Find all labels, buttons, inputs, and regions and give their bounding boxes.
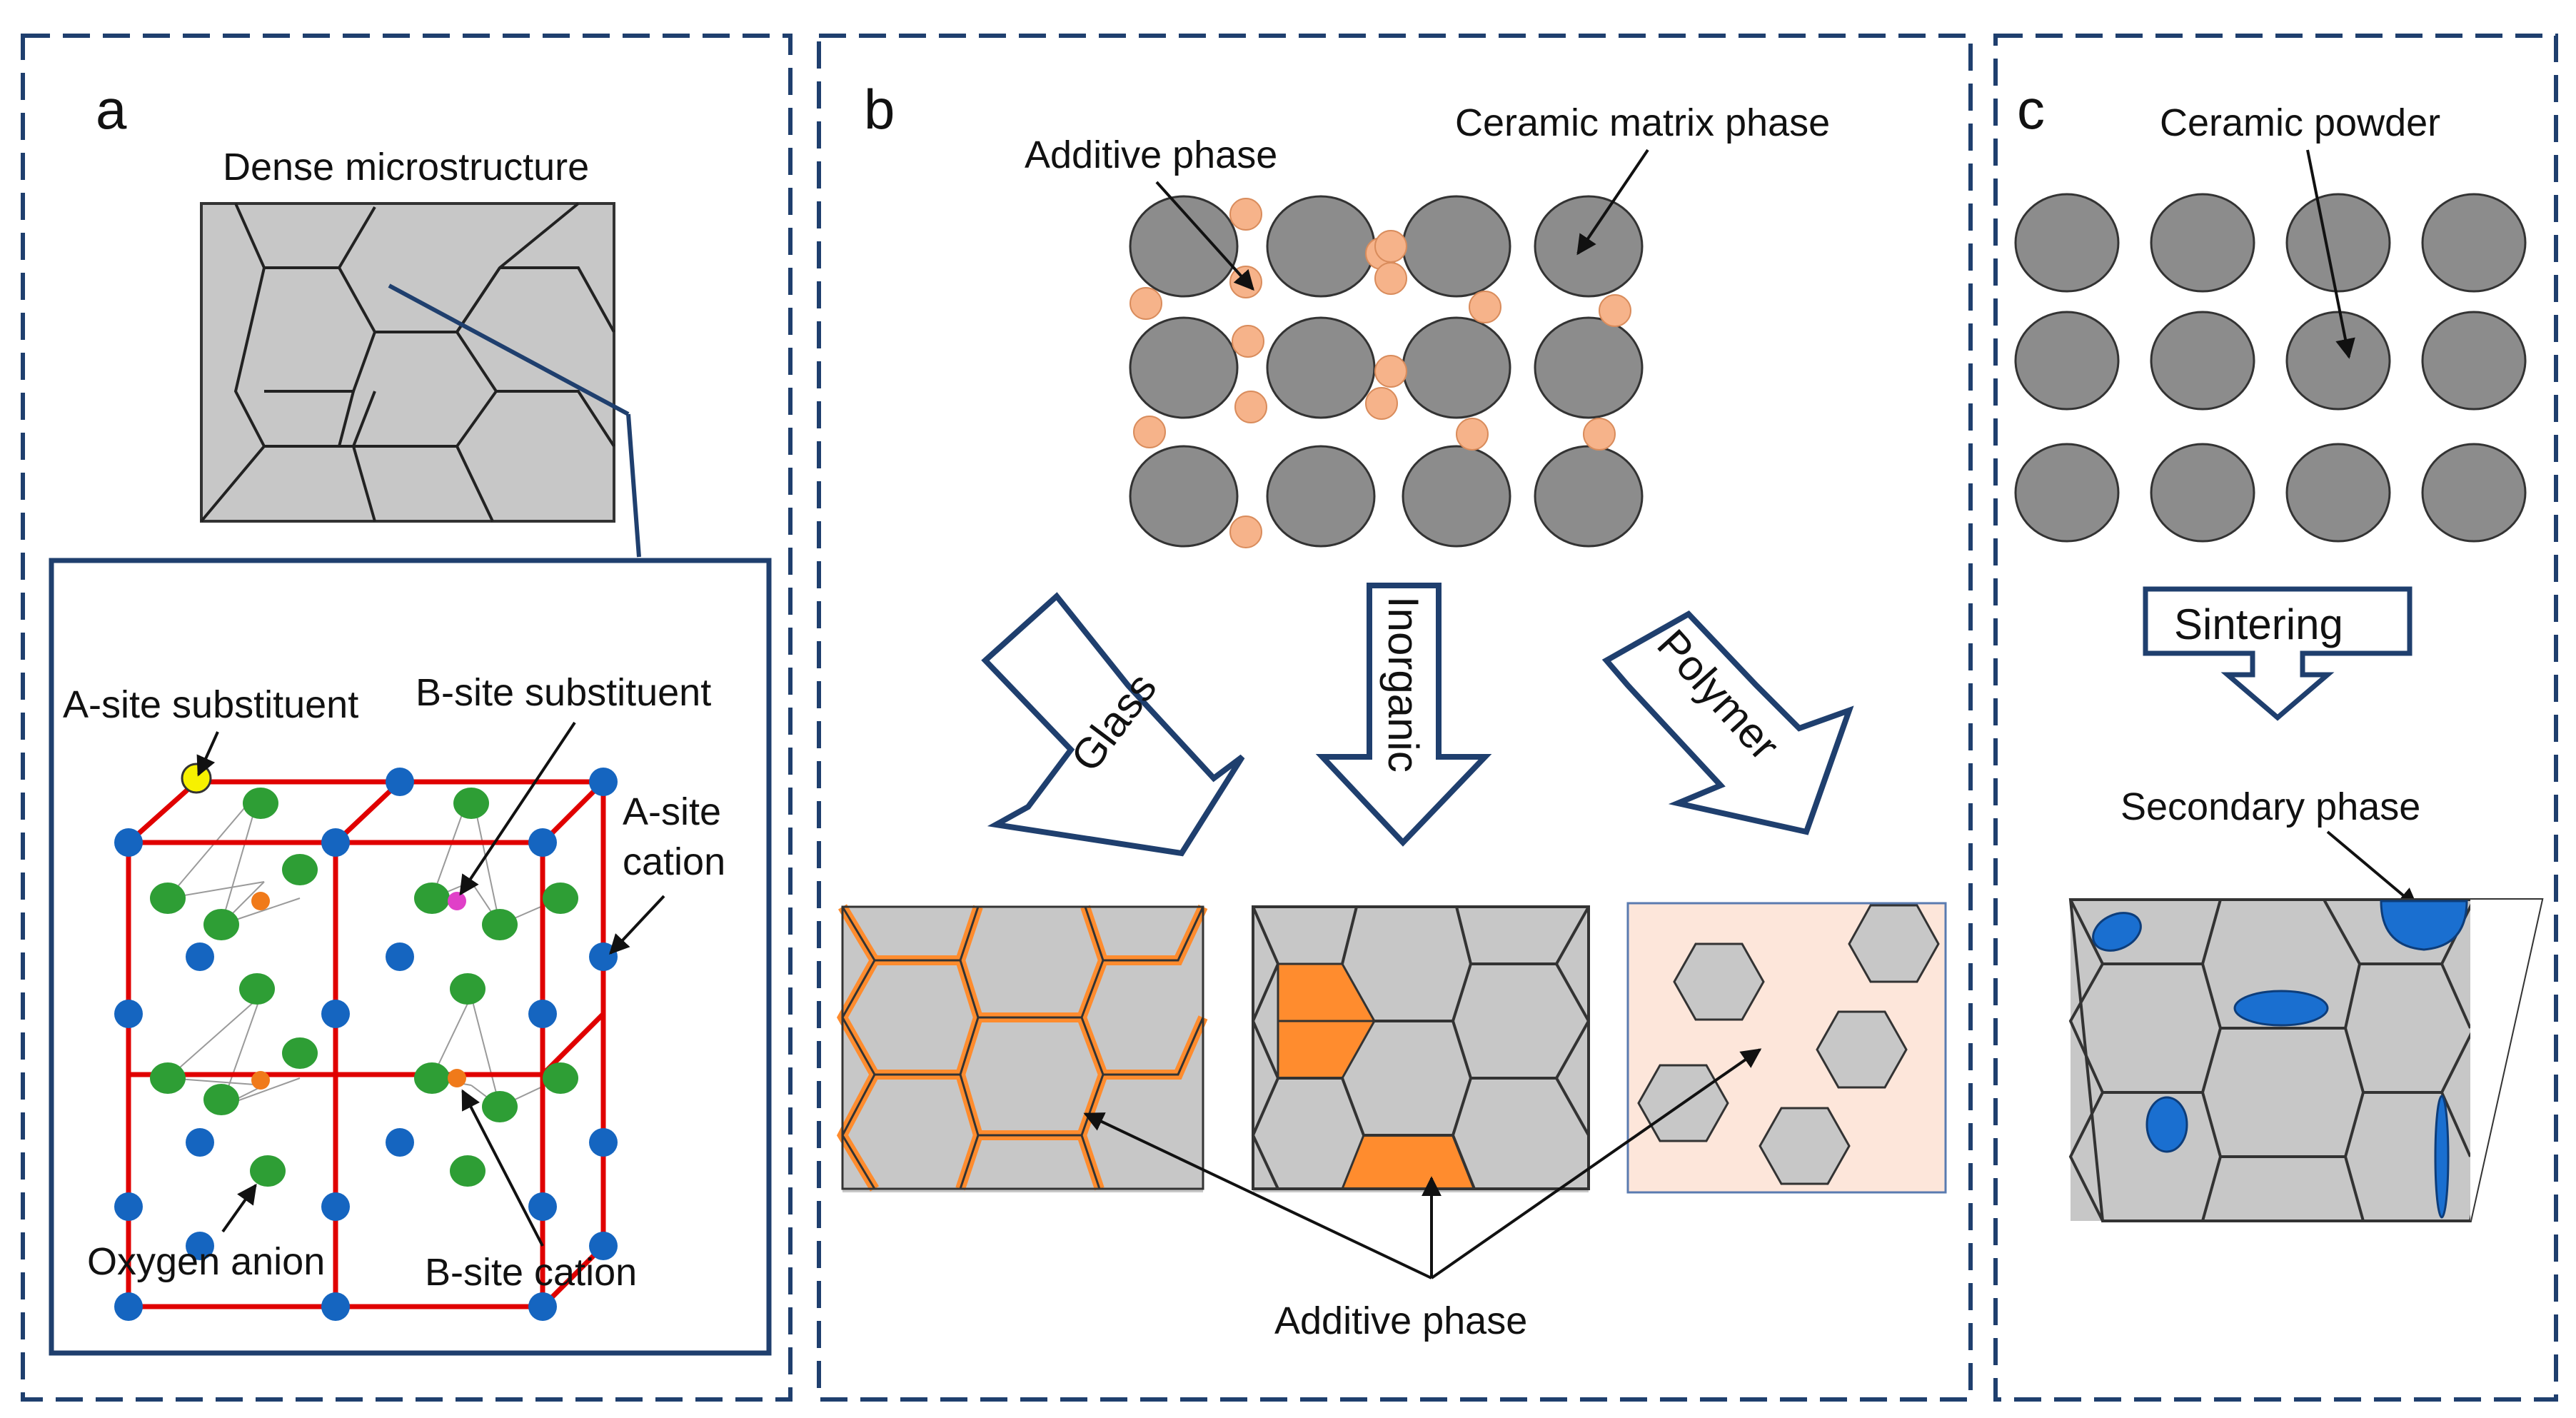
label-oxygen-anion: Oxygen anion	[87, 1240, 325, 1283]
additive-particles	[1129, 198, 1631, 548]
perovskite-lattice	[114, 763, 618, 1321]
panel-b-border	[817, 34, 1973, 1402]
polymer-arrow	[1601, 610, 1854, 835]
sintering-arrow-label: Sintering	[2174, 600, 2343, 648]
ceramic-powder-particles	[2014, 193, 2527, 543]
label-secondary-phase: Secondary phase	[2120, 785, 2420, 828]
dense-microstructure-grains	[200, 202, 641, 558]
polymer-microstructure	[1626, 902, 1947, 1194]
panel-c-letter: c	[2017, 78, 2045, 141]
inorganic-arrow-label: Inorganic	[1379, 596, 1427, 773]
sintering-arrow	[2143, 586, 2413, 721]
inorganic-microstructure	[1251, 905, 1590, 1192]
panel-b-letter: b	[864, 78, 895, 141]
label-ceramic-matrix-phase: Ceramic matrix phase	[1455, 101, 1830, 144]
panel-a-title: Dense microstructure	[223, 146, 589, 188]
label-b-site-substituent: B-site substituent	[416, 671, 711, 714]
ceramic-matrix-particles	[1129, 195, 1644, 548]
panel-c-border	[1993, 34, 2558, 1402]
label-additive-phase-bottom: Additive phase	[1274, 1299, 1527, 1342]
label-a-site-cation-line2: cation	[623, 840, 725, 883]
panel-a-letter: a	[96, 78, 127, 141]
glass-microstructure	[836, 904, 1208, 1192]
glass-arrow	[981, 592, 1245, 857]
label-a-site-cation-line1: A-site	[623, 790, 721, 833]
panel-a-border	[21, 34, 793, 1402]
label-b-site-cation: B-site cation	[425, 1251, 637, 1294]
inorganic-arrow	[1315, 583, 1492, 847]
sintered-microstructure	[2068, 898, 2544, 1222]
label-additive-phase-top: Additive phase	[1025, 134, 1277, 176]
label-a-site-substituent: A-site substituent	[63, 683, 358, 726]
label-ceramic-powder: Ceramic powder	[2160, 101, 2440, 144]
